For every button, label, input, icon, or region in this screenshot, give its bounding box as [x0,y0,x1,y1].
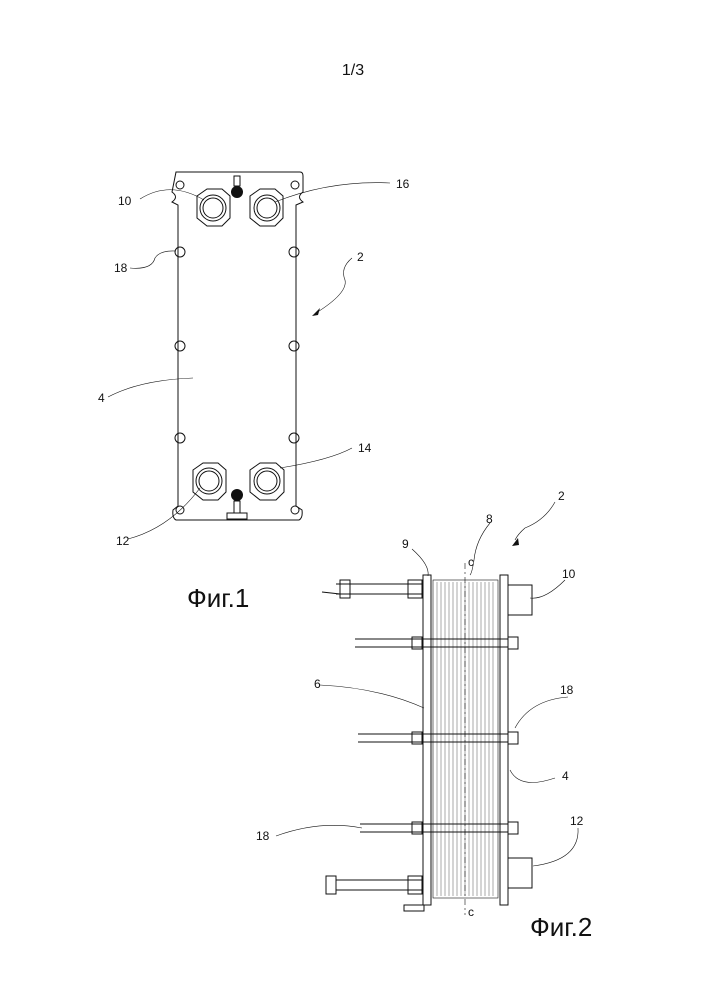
fig1-caption: Фиг.1 [187,583,249,614]
fig2-label-4: 4 [562,769,569,783]
fig1-label-4: 4 [98,391,105,405]
fig1-label-16: 16 [396,177,410,191]
fig2-label-10: 10 [562,567,576,581]
fig1-label-12: 12 [116,534,130,548]
fig2-exchanger-drawing [276,502,578,915]
fig2-label-2: 2 [558,489,565,503]
fig1-label-14: 14 [358,441,372,455]
fig1-plate-drawing [108,172,390,539]
fig1-label-10: 10 [118,194,132,208]
fig1-label-18: 18 [114,261,128,275]
fig2-label-18-left: 18 [256,829,270,843]
fig2-label-6: 6 [314,677,321,691]
fig2-label-18-right: 18 [560,683,574,697]
fig2-label-9: 9 [402,537,409,551]
fig2-label-12: 12 [570,814,584,828]
fig2-label-c-top: c [468,555,474,569]
fig2-caption: Фиг.2 [530,912,592,943]
fig2-label-c-bottom: c [468,905,474,919]
fig1-label-2: 2 [357,250,364,264]
fig2-label-8: 8 [486,512,493,526]
